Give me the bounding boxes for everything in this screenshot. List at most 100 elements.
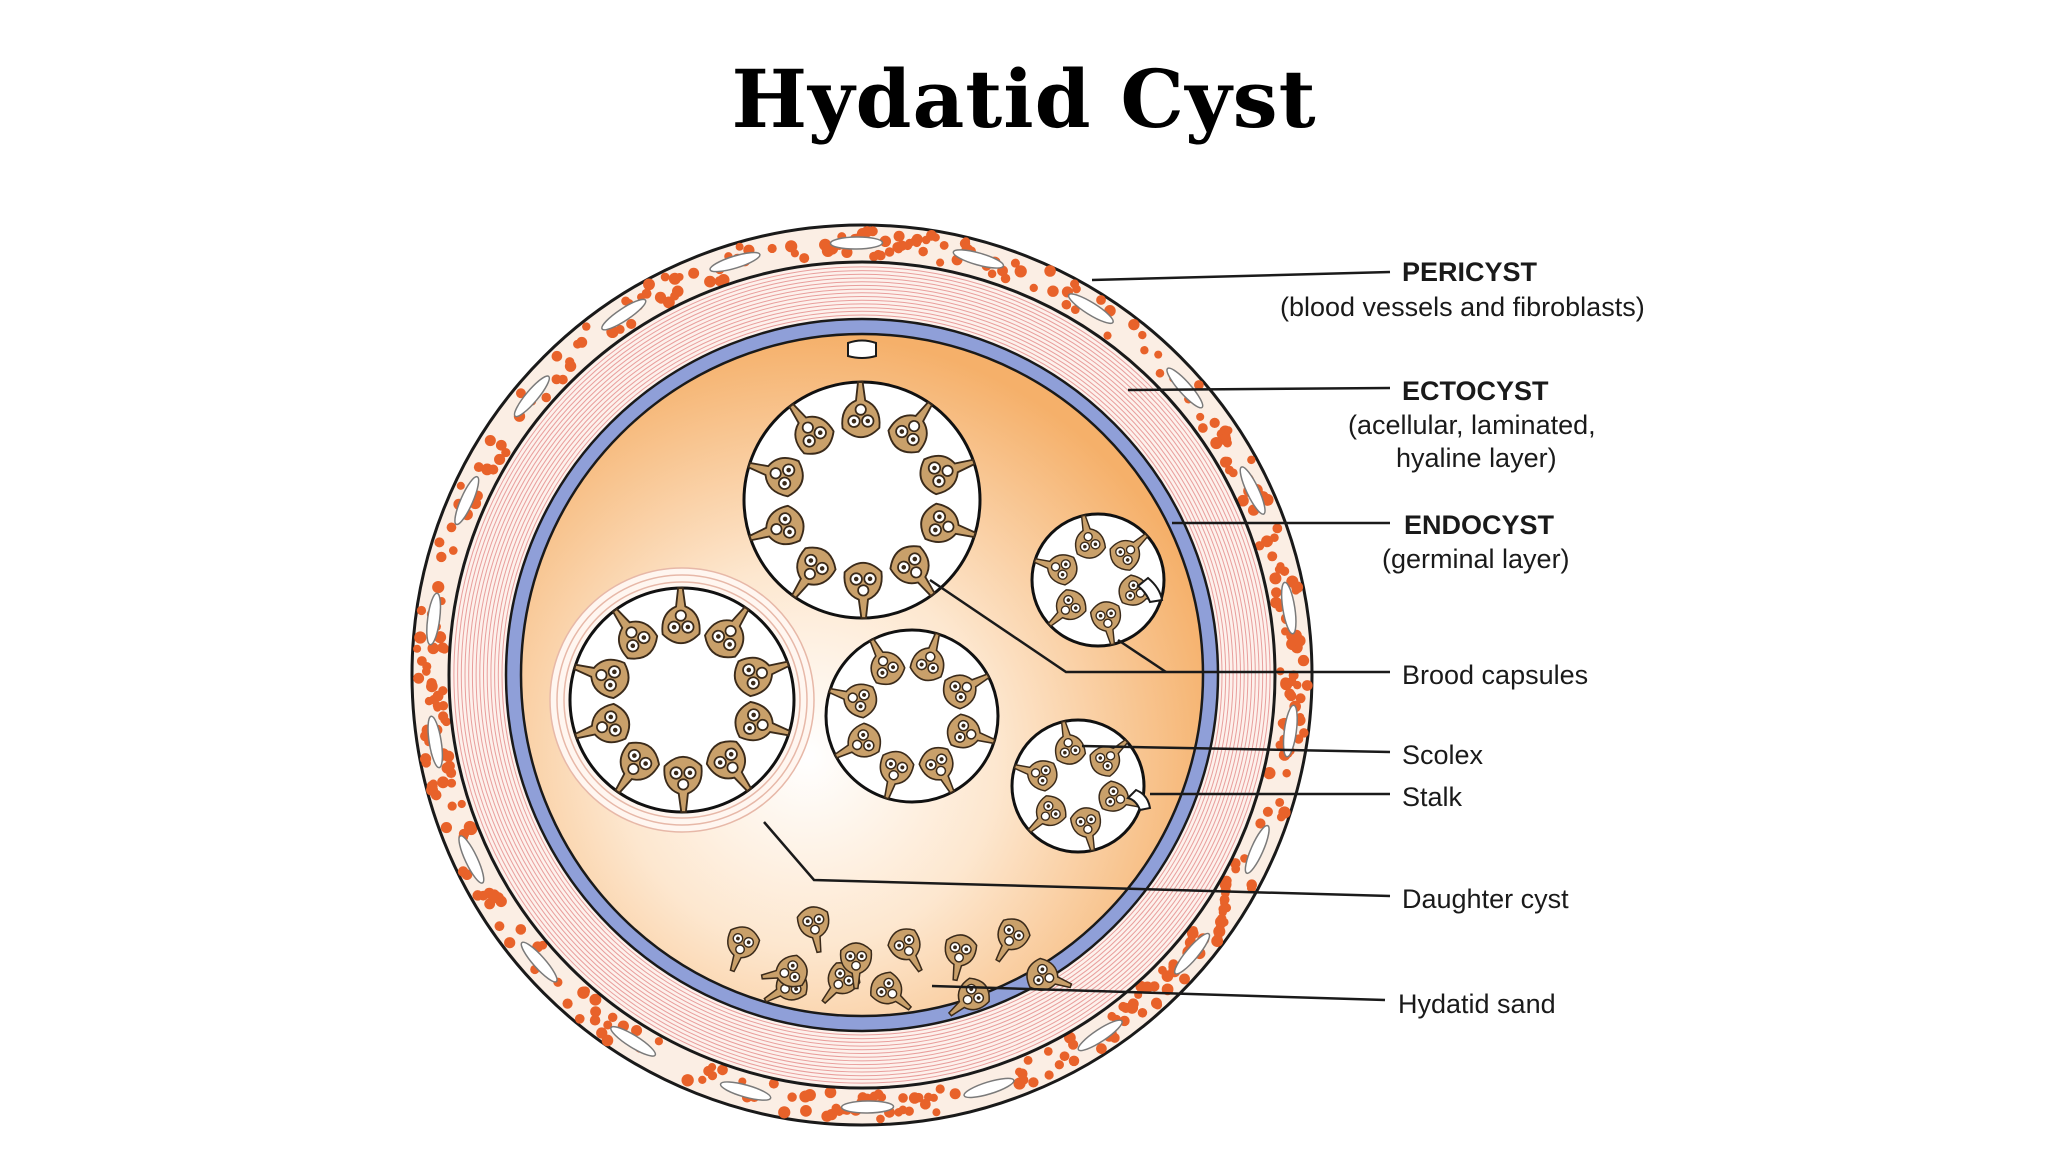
blood-cell-dot <box>551 350 563 362</box>
brood-capsules-group <box>568 380 1166 854</box>
blood-cell-dot <box>717 1064 728 1076</box>
blood-cell-dot <box>504 937 516 949</box>
scolex-icon <box>1089 601 1122 646</box>
blood-cell-dot <box>413 644 422 653</box>
blood-cell-dot <box>607 1012 618 1023</box>
blood-cell-dot <box>1000 273 1011 284</box>
blood-cell-dot <box>478 890 489 901</box>
blood-cell-dot <box>464 822 478 836</box>
blood-cell-dot <box>515 924 527 935</box>
blood-cell-dot <box>1096 1043 1107 1055</box>
fibroblast-oval <box>610 1025 657 1057</box>
blood-cell-dot <box>1128 319 1140 331</box>
label-pericyst: PERICYST <box>1402 257 1538 287</box>
blood-cell-dot <box>790 249 799 258</box>
lamina-line <box>453 266 1271 1084</box>
blood-cell-dot <box>662 296 675 309</box>
lamina-line <box>475 288 1249 1062</box>
blood-cell-dot <box>488 464 499 475</box>
fibroblast-oval <box>513 375 551 418</box>
blood-cell-dot <box>488 889 500 901</box>
scolex-icon <box>796 906 830 954</box>
blood-cell-dot <box>1196 412 1205 421</box>
scolex-icon <box>704 605 750 659</box>
blood-cell-dot <box>1044 265 1056 277</box>
fibroblast-oval <box>426 592 442 646</box>
blood-cell-dot <box>1237 494 1249 507</box>
scolex-icon <box>1013 760 1058 792</box>
blood-cell-dot <box>1231 864 1241 874</box>
blood-cell-dot <box>643 278 655 291</box>
blood-cell-dot <box>1019 1075 1029 1085</box>
blood-cell-dot <box>426 678 437 689</box>
blood-cell-dot <box>432 581 445 594</box>
label-hydatid-sand: Hydatid sand <box>1398 989 1556 1019</box>
blood-cell-dot <box>1262 806 1273 817</box>
scolex-icon <box>1054 720 1087 765</box>
scolex-icon <box>705 740 753 793</box>
fibroblast-oval <box>829 236 884 250</box>
blood-cell-dot <box>819 238 832 251</box>
blood-cell-dot <box>1014 1067 1024 1076</box>
label-ectocyst-note-1: (acellular, laminated, <box>1348 410 1596 440</box>
blood-cell-dot <box>589 993 602 1006</box>
blood-cell-dot <box>894 1107 903 1117</box>
blood-cell-dot <box>1297 654 1310 667</box>
blood-cell-dot <box>416 605 427 616</box>
blood-cell-dot <box>484 898 496 910</box>
blood-cell-dot <box>436 551 447 563</box>
fibroblast-oval <box>1077 1019 1123 1052</box>
blood-cell-dot <box>1269 572 1282 585</box>
blood-cell-dot <box>1028 1077 1039 1088</box>
blood-cell-dot <box>1224 426 1233 435</box>
blood-cell-dot <box>654 1037 664 1046</box>
scolex-icon <box>879 750 915 800</box>
blood-cell-dot <box>457 799 466 809</box>
blood-cell-dot <box>1070 279 1080 289</box>
scolex-icon <box>1069 807 1102 852</box>
blood-cell-dot <box>1155 368 1165 378</box>
blood-cell-dot <box>501 447 511 458</box>
label-pericyst-note: (blood vessels and fibroblasts) <box>1280 292 1645 322</box>
scolex-icon <box>1098 780 1143 812</box>
lamina-line <box>468 281 1256 1069</box>
scolex-icon <box>1033 554 1078 586</box>
blood-cell-dot <box>857 1092 868 1103</box>
lamina-line <box>490 303 1234 1047</box>
blood-cell-dot <box>936 258 945 267</box>
scolex-icon <box>942 673 991 710</box>
scolex-icon <box>841 381 881 439</box>
blood-cell-dot <box>1246 883 1257 893</box>
scolex-icon <box>727 926 761 973</box>
blood-cell-dot <box>1219 878 1232 891</box>
scolex-icon <box>887 928 923 973</box>
fibroblast-oval <box>520 941 558 983</box>
blood-cell-dot <box>1010 258 1020 268</box>
fibroblast-oval <box>458 835 485 884</box>
scolex-icon <box>788 402 835 455</box>
blood-cell-dot <box>494 921 505 932</box>
fibroblast-oval <box>1173 932 1211 975</box>
blood-cell-dot <box>707 1063 717 1072</box>
blood-cell-dot <box>590 1006 602 1018</box>
blood-cell-dot <box>919 1098 931 1110</box>
leader-pericyst <box>1091 270 1391 282</box>
blood-cell-dot <box>457 866 469 877</box>
blood-cell-dot <box>704 275 716 288</box>
blood-cell-dot <box>1211 935 1224 947</box>
blood-cell-dot <box>1068 1055 1080 1067</box>
label-daughter-cyst: Daughter cyst <box>1402 884 1569 914</box>
blood-cell-dot <box>1194 380 1204 390</box>
blood-cell-dot <box>1029 283 1038 293</box>
blood-cell-dot <box>799 253 810 264</box>
blood-cell-dot <box>1276 812 1286 822</box>
blood-cell-dot <box>1247 455 1256 465</box>
ectocyst-laminae <box>453 266 1271 1084</box>
blood-cell-dot <box>932 1108 941 1117</box>
lamina-line <box>479 292 1245 1058</box>
blood-cell-dot <box>924 1092 933 1102</box>
blood-cell-dot <box>876 1114 885 1124</box>
scolex-icon <box>1047 589 1087 628</box>
leader-brood-capsules <box>929 578 1390 674</box>
scolex-icon <box>944 934 978 982</box>
